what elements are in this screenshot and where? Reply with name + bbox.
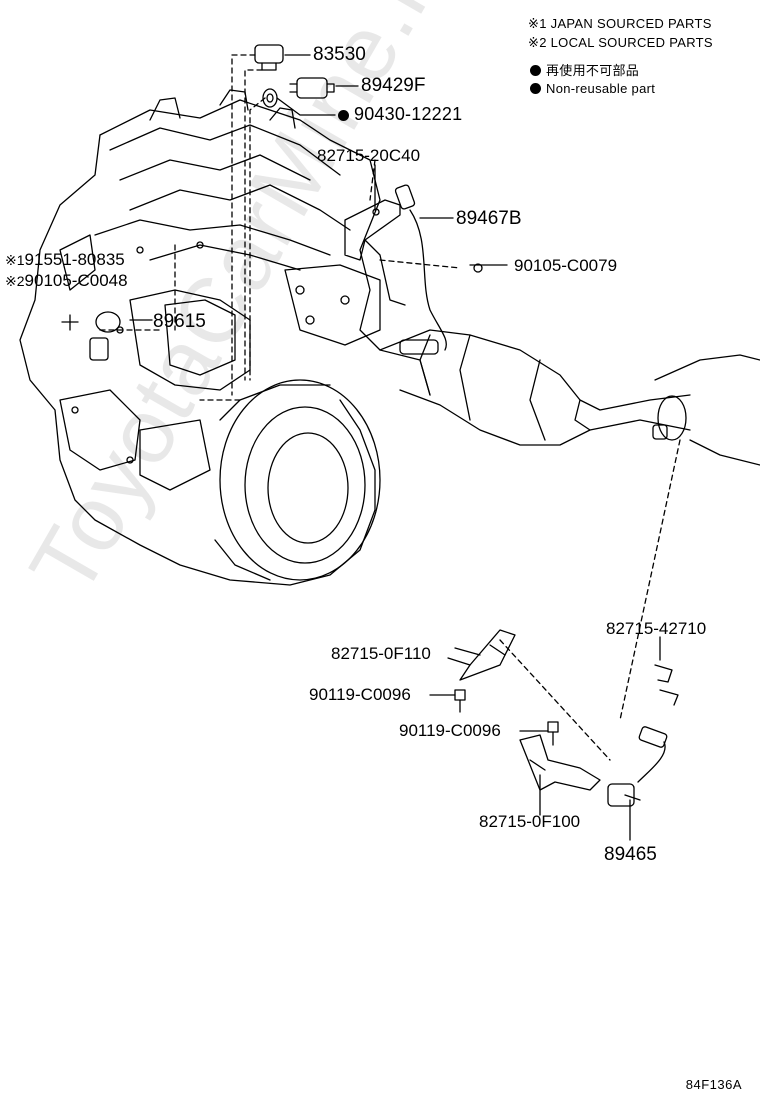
part-82715-0F100[interactable]: 82715-0F100: [479, 812, 581, 831]
legend-mark-1: ※1: [528, 16, 547, 31]
legend-mark-2: ※2: [528, 35, 547, 50]
part-82715-20C40[interactable]: 82715-20C40: [317, 146, 421, 165]
legend-mark-1-text: JAPAN SOURCED PARTS: [550, 16, 712, 31]
part-90119-C0096-lower[interactable]: 90119-C0096: [399, 721, 501, 740]
part-83530[interactable]: 83530: [313, 44, 366, 65]
part-90105-C0079[interactable]: 90105-C0079: [514, 256, 618, 275]
part-91551-80835-label: 91551-80835: [24, 250, 125, 269]
legend-japan-sourced: ※1 JAPAN SOURCED PARTS: [528, 16, 712, 32]
part-91551-80835[interactable]: ※191551-80835: [5, 250, 125, 270]
reference-lines: [99, 54, 681, 761]
diagram-code: 84F136A: [685, 1077, 742, 1092]
exhaust-pipe: [379, 329, 760, 466]
sensor-89465: [607, 726, 668, 807]
sensor-89615: [61, 311, 121, 361]
part-89429F[interactable]: 89429F: [361, 75, 426, 96]
bolt-90119-a: [454, 689, 466, 713]
part-91551-mark: ※1: [5, 252, 25, 268]
part-82715-0F110[interactable]: 82715-0F110: [331, 644, 431, 663]
part-90119-C0096-upper[interactable]: 90119-C0096: [309, 685, 411, 704]
sensor-89429F: [289, 77, 335, 99]
bracket-82715-0F110: [447, 629, 516, 681]
transmission-housing: [214, 379, 381, 581]
bolt-90105-C0079: [473, 263, 483, 273]
part-90430-12221[interactable]: 90430-12221: [338, 104, 462, 125]
part-89615[interactable]: 89615: [153, 311, 206, 332]
sensor-83530: [254, 44, 284, 71]
filled-circle-icon: [530, 65, 541, 76]
filled-circle-icon: [530, 83, 541, 94]
bolt-90119-b: [547, 721, 559, 746]
legend-local-sourced: ※2 LOCAL SOURCED PARTS: [528, 35, 713, 51]
part-89467B[interactable]: 89467B: [456, 208, 522, 229]
legend-nonreusable-jp-text: 再使用不可部品: [546, 63, 640, 78]
legend-nonreusable-en: Non-reusable part: [530, 81, 655, 96]
leader-lines: [129, 54, 661, 841]
part-90105-C0048-mark: ※2: [5, 273, 25, 289]
part-82715-42710[interactable]: 82715-42710: [606, 619, 707, 638]
part-89465[interactable]: 89465: [604, 844, 657, 865]
part-90105-C0048-label: 90105-C0048: [24, 271, 128, 290]
part-90430-12221-label: 90430-12221: [354, 104, 463, 124]
legend-nonreusable-jp: 再使用不可部品: [530, 60, 639, 79]
bracket-82715-0F100: [519, 734, 601, 791]
legend-nonreusable-en-text: Non-reusable part: [546, 81, 656, 96]
legend-mark-2-text: LOCAL SOURCED PARTS: [550, 35, 713, 50]
part-90105-C0048[interactable]: ※290105-C0048: [5, 271, 128, 291]
sensor-89467B: [344, 184, 447, 355]
filled-circle-icon: [338, 110, 349, 121]
clip-82715-42710: [654, 664, 679, 706]
